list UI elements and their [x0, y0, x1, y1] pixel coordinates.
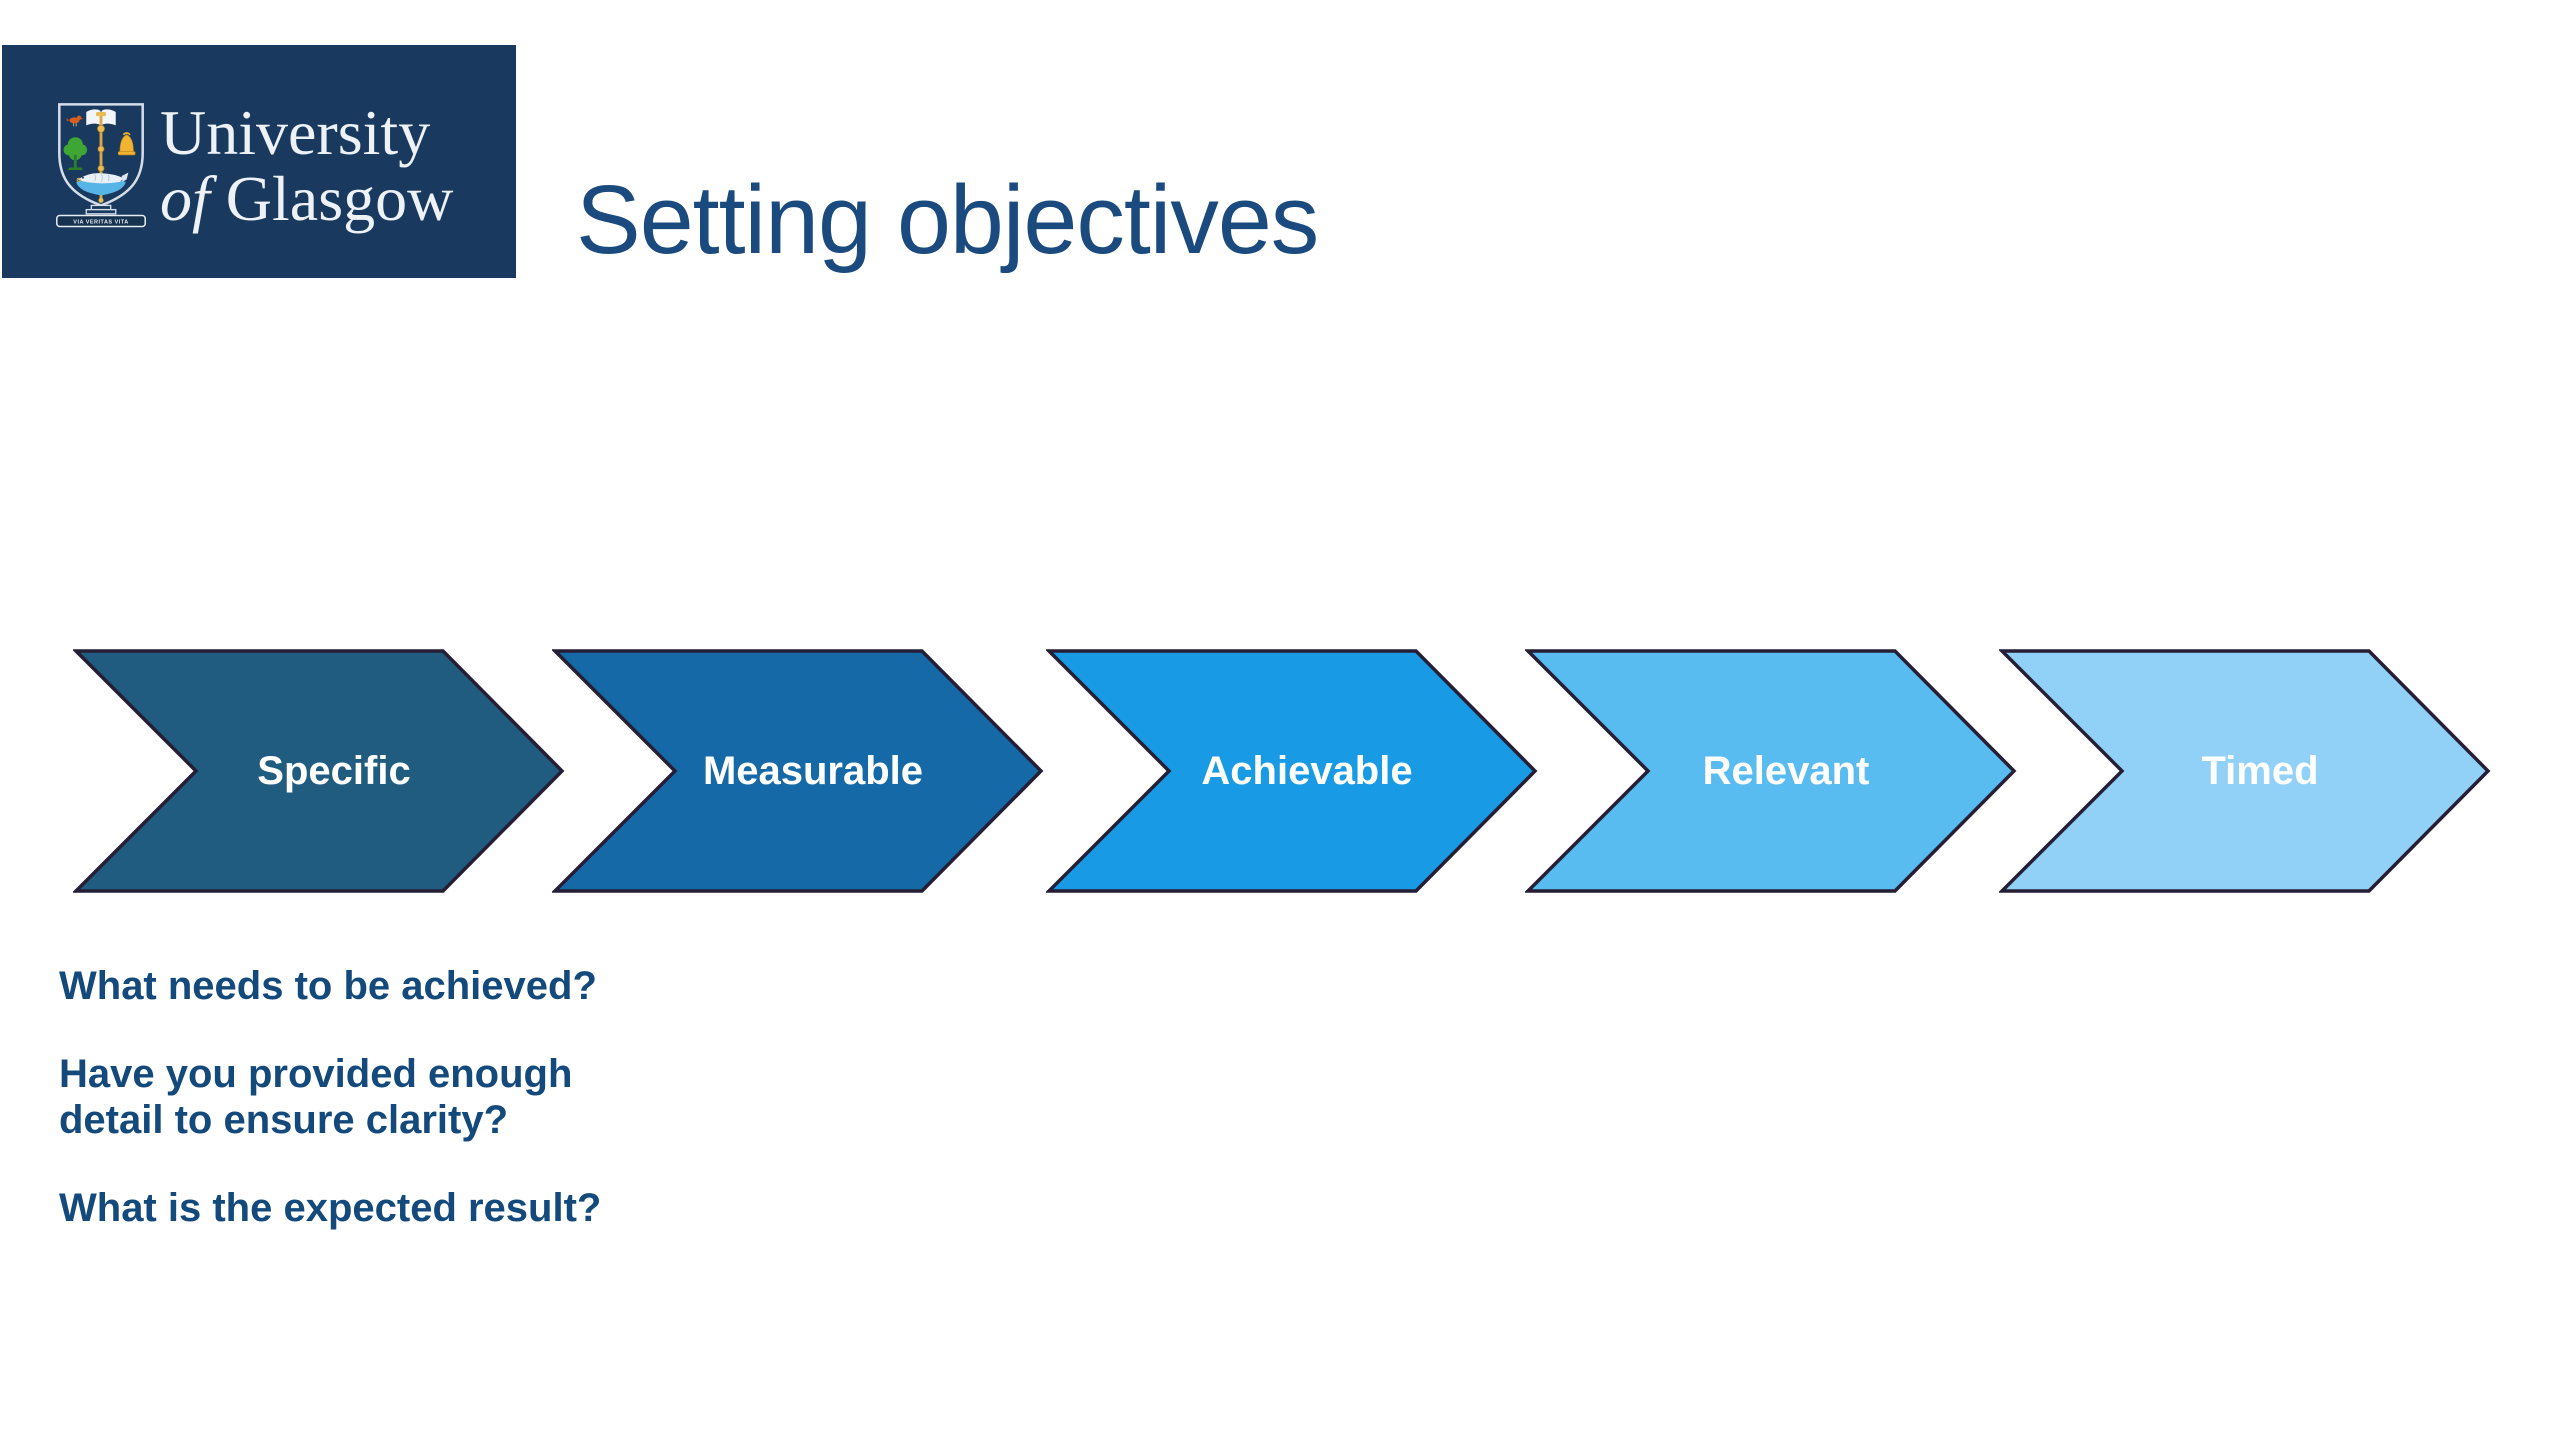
crest-mace-icon	[95, 111, 107, 203]
chevron-label: Achievable	[1201, 748, 1413, 793]
chevron-shape	[73, 649, 565, 893]
chevron-polygon	[552, 649, 1044, 893]
slide-title: Setting objectives	[576, 164, 1319, 274]
university-logo: VIA VERITAS VITA University of Glasgow	[2, 45, 516, 278]
chevron-polygon	[1046, 649, 1538, 893]
chevron-label: Measurable	[702, 748, 924, 793]
chevron-polygon	[73, 649, 565, 893]
chevron-label: Relevant	[1702, 748, 1870, 793]
crest-fish-icon	[76, 172, 129, 184]
chevron-polygon	[1999, 649, 2491, 893]
chevron-shape	[552, 649, 1044, 893]
question-line: What is the expected result?	[59, 1186, 602, 1230]
chevron-timed: Timed	[1999, 648, 2491, 894]
university-logo-text: University of Glasgow	[160, 100, 453, 232]
crest-tree-icon	[63, 137, 88, 171]
chevron-polygon	[1525, 649, 2017, 893]
crest-motto-text: VIA VERITAS VITA	[73, 220, 128, 226]
chevron-label: Timed	[2201, 748, 2319, 793]
logo-line-of-glasgow: of Glasgow	[160, 166, 453, 232]
questions-block: What needs to be achieved? Have you prov…	[59, 963, 659, 1273]
logo-glasgow: Glasgow	[225, 163, 454, 234]
chevron-label: Specific	[257, 748, 411, 793]
chevron-achievable: Achievable	[1046, 648, 1538, 894]
question-3: What is the expected result?	[59, 1185, 659, 1231]
crest-pedestal	[85, 204, 117, 215]
chevron-relevant: Relevant	[1525, 648, 2017, 894]
logo-line-university: University	[160, 97, 431, 168]
chevron-specific: Specific	[73, 648, 565, 894]
chevron-shape	[1525, 649, 2017, 893]
question-1: What needs to be achieved?	[59, 963, 659, 1009]
question-line: What needs to be achieved?	[59, 964, 597, 1008]
question-line: Have you provided enough	[59, 1052, 573, 1096]
crest-bell-icon	[117, 132, 136, 156]
crest-motto-banner: VIA VERITAS VITA	[56, 214, 146, 228]
crest-water	[76, 179, 126, 196]
university-of-glasgow-crest-icon: VIA VERITAS VITA	[56, 103, 146, 228]
question-line: detail to ensure clarity?	[59, 1098, 509, 1142]
question-2: Have you provided enough detail to ensur…	[59, 1051, 659, 1143]
chevron-shape	[1046, 649, 1538, 893]
logo-of: of	[160, 163, 210, 234]
chevron-shape	[1999, 649, 2491, 893]
crest-bird-icon	[66, 115, 84, 127]
chevron-measurable: Measurable	[552, 648, 1044, 894]
